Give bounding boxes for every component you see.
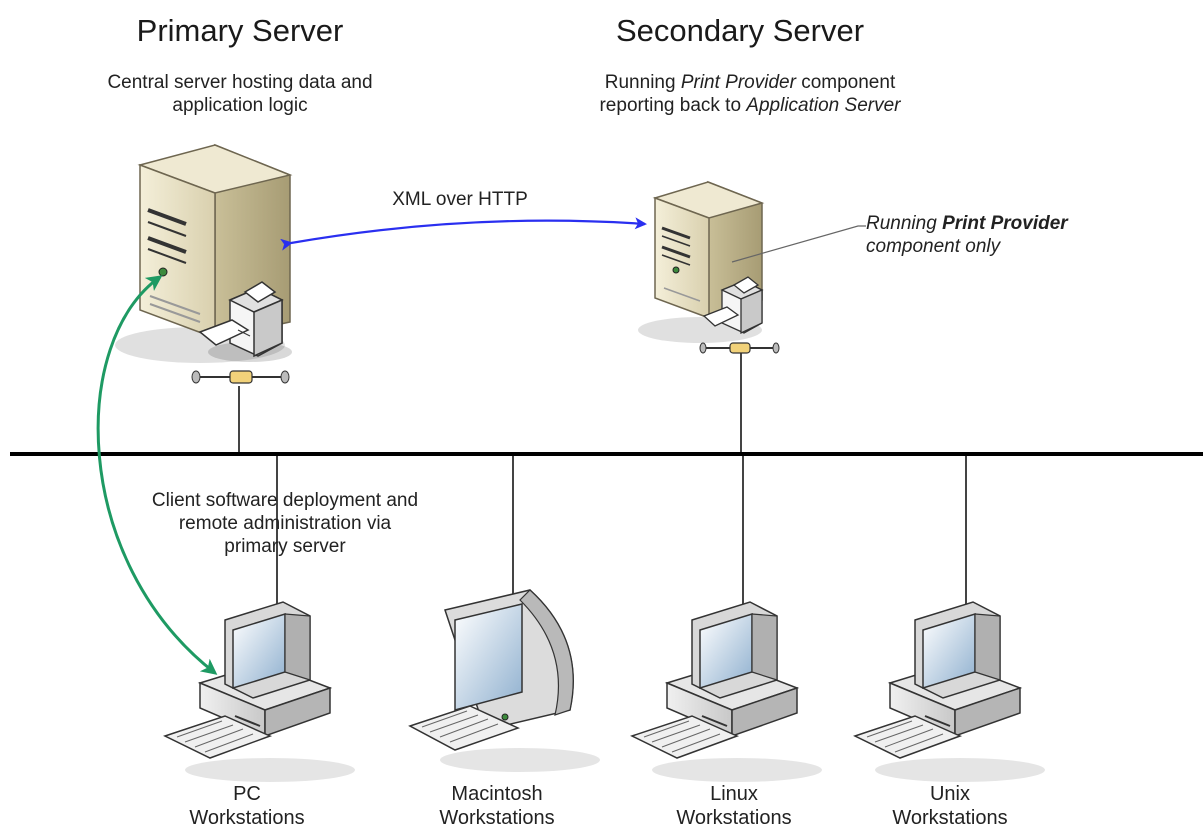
secondary-server-icon — [638, 180, 780, 354]
unix-workstation-icon — [853, 601, 1045, 782]
print-provider-note: Running Print Provider component only — [866, 213, 1068, 257]
workstation-label-macintosh: Macintosh Workstations — [439, 783, 555, 829]
linux-workstation-icon — [630, 601, 822, 782]
macintosh-workstation-icon — [408, 589, 600, 772]
pc-workstation-icon — [163, 601, 355, 782]
workstation-label-linux: Linux Workstations — [676, 783, 792, 829]
primary-server-icon — [115, 143, 293, 384]
workstation-label-pc: PC Workstations — [189, 783, 305, 829]
http-link-label: XML over HTTP — [392, 189, 528, 210]
primary-server-title: Primary Server — [136, 13, 344, 48]
secondary-server-description: Running Print Provider component reporti… — [599, 72, 901, 116]
secondary-server-title: Secondary Server — [615, 13, 865, 48]
client-deployment-note: Client software deployment and remote ad… — [151, 490, 419, 557]
note-callout-line — [731, 225, 866, 263]
deployment-arrow — [96, 275, 218, 675]
workstation-label-unix: Unix Workstations — [892, 783, 1008, 829]
primary-server-description: Central server hosting data and applicat… — [107, 72, 373, 116]
http-link-arrow — [280, 217, 647, 251]
